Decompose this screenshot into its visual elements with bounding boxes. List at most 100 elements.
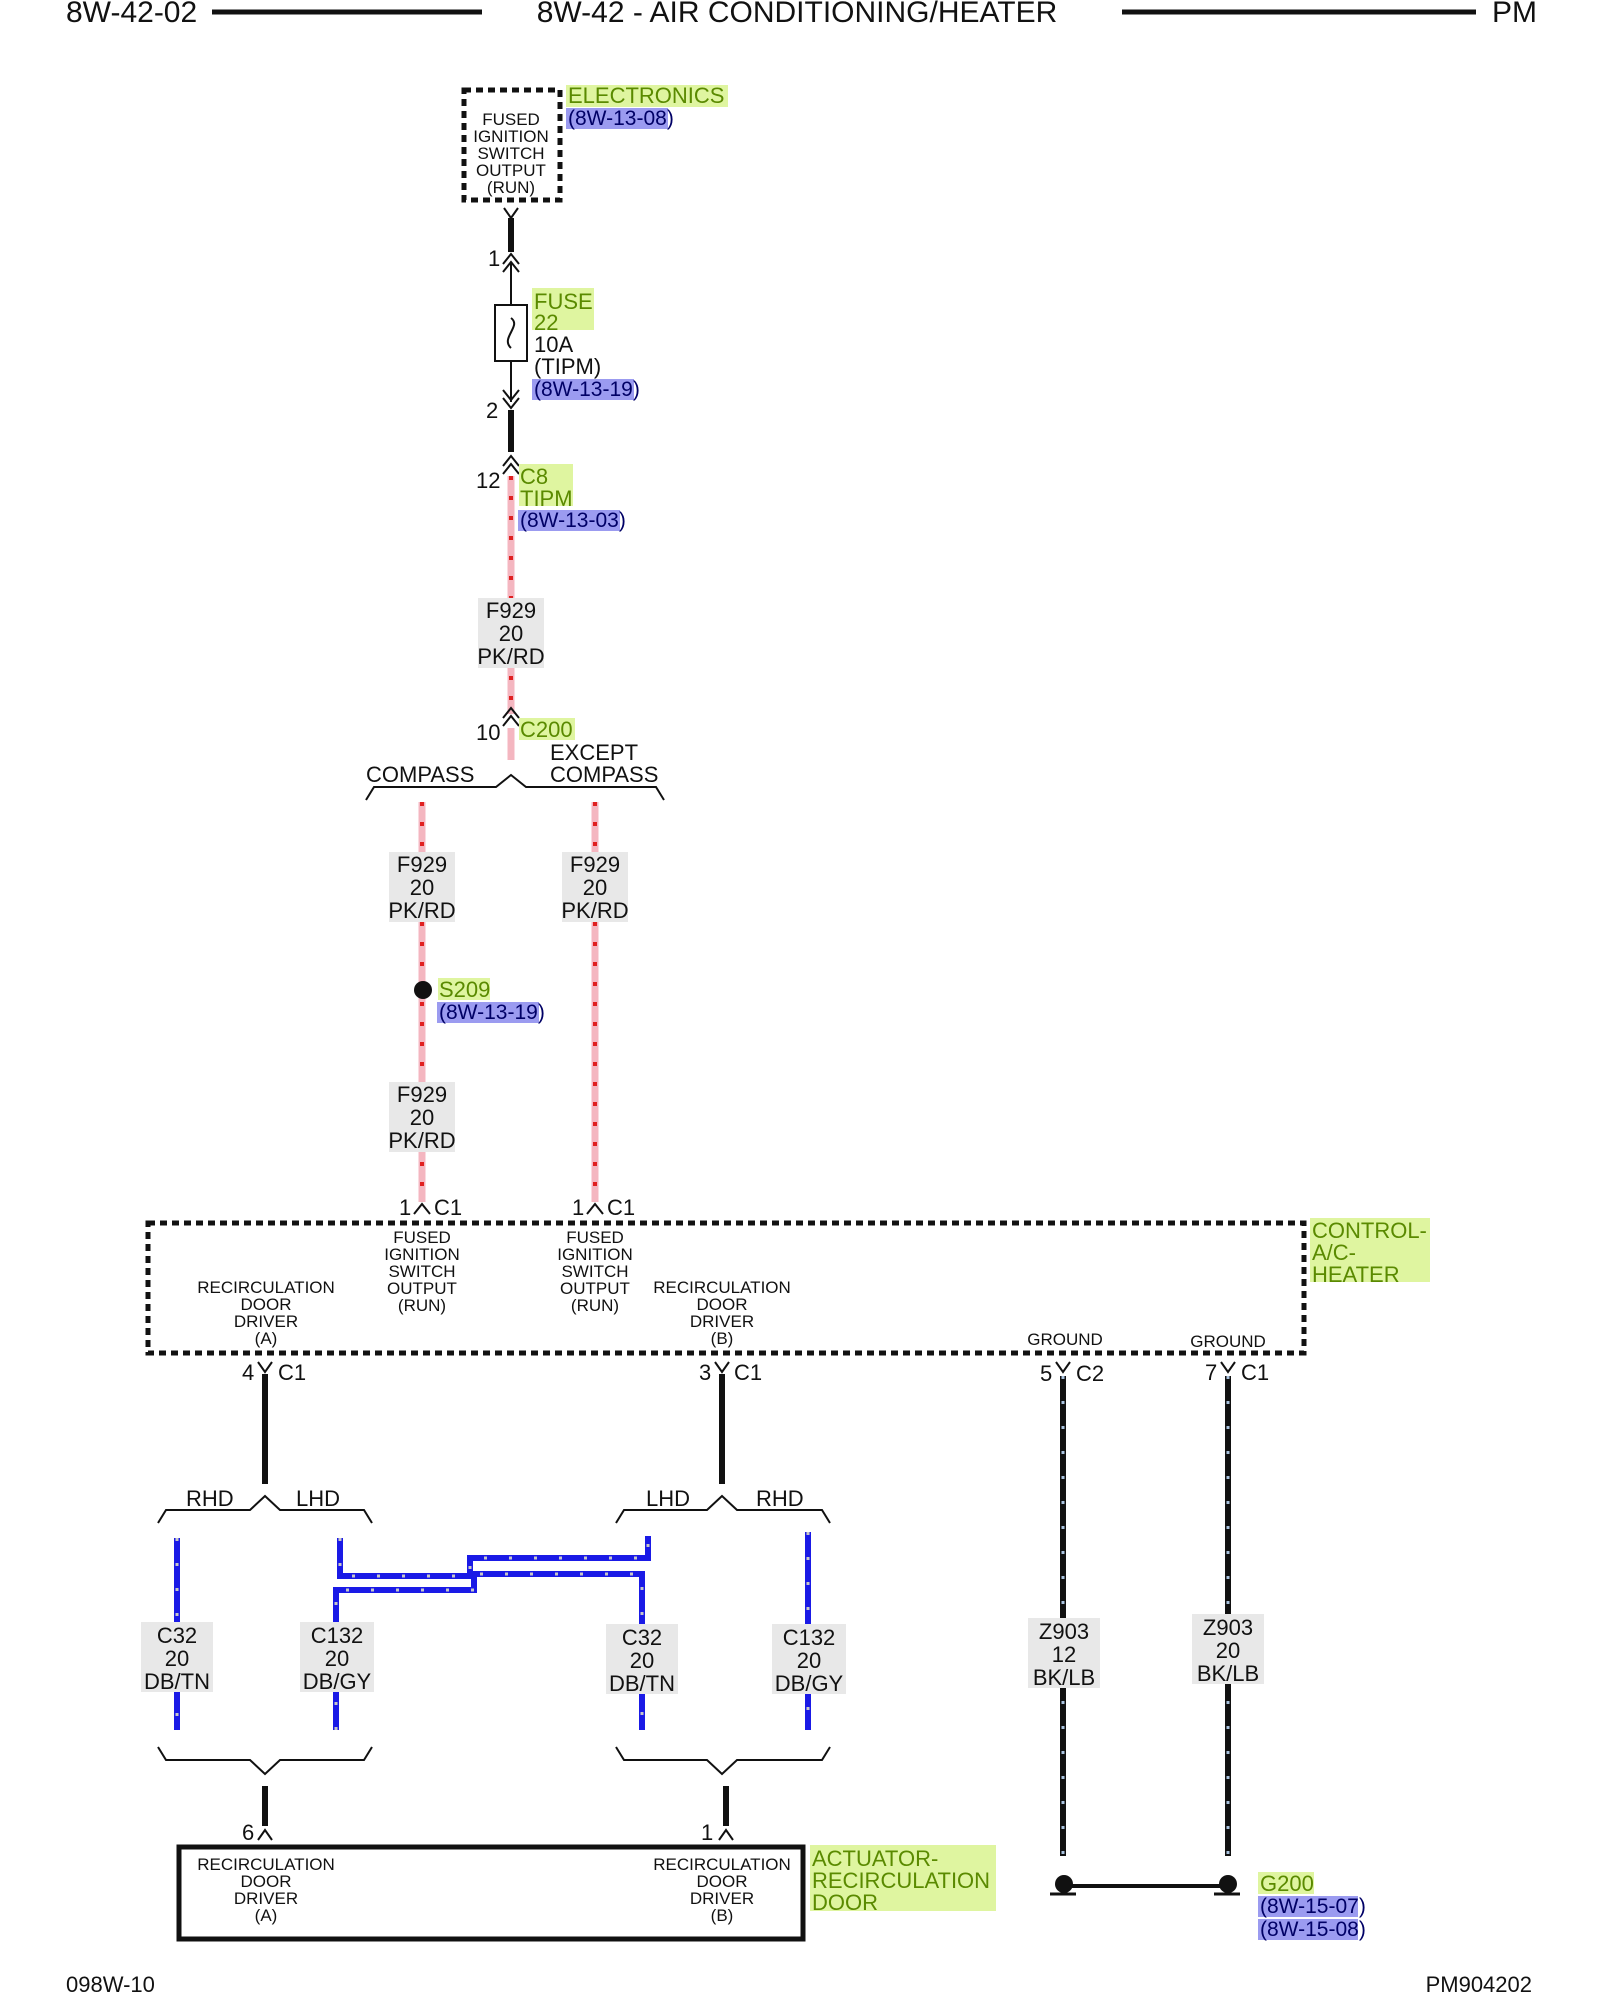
actuator-text-line: (A) — [255, 1906, 278, 1925]
control-module-box — [145, 1220, 1307, 1356]
control-text-line: DRIVER — [234, 1312, 298, 1331]
control-conn-right-top: C1 — [607, 1195, 635, 1220]
control-conn-g1: C2 — [1076, 1361, 1104, 1386]
wire-tag-line: F929 — [397, 1082, 447, 1107]
wire-tag-w8: C132 20 DB/GY — [775, 1625, 844, 1696]
wire-tag-line: 20 — [630, 1648, 654, 1673]
control-text-line: RECIRCULATION — [197, 1278, 335, 1297]
wire-tag-line: BK/LB — [1033, 1665, 1095, 1690]
s209-splice-dot — [414, 981, 432, 999]
wire-tag-line: C132 — [311, 1623, 364, 1648]
split-brace-b — [615, 1494, 831, 1524]
electronics-box — [461, 87, 563, 203]
control-conn-left-top: C1 — [434, 1195, 462, 1220]
control-label-ac: A/C- — [1312, 1240, 1356, 1265]
g200-ref1-bg[interactable] — [1258, 1896, 1358, 1917]
actuator-connector-b — [718, 1828, 734, 1841]
actuator-label-door: DOOR — [812, 1890, 878, 1915]
control-text-line: (B) — [711, 1329, 734, 1348]
wire-tag-bg — [478, 598, 544, 668]
c8-label: C8 — [520, 464, 548, 489]
fuse-connector-bottom-2 — [502, 397, 520, 410]
split-a-right: LHD — [296, 1486, 340, 1511]
wire-tag-w10: Z903 20 BK/LB — [1197, 1615, 1259, 1686]
wire-tag-w4: F929 20 PK/RD — [561, 852, 628, 923]
wire-tag-line: 20 — [410, 875, 434, 900]
c8-ref-bg[interactable] — [518, 510, 620, 531]
c200-label-bg — [519, 718, 575, 740]
wire-tag-w9: Z903 12 BK/LB — [1033, 1619, 1095, 1690]
wire-tag-line: DB/GY — [303, 1669, 372, 1694]
actuator-text-line: DOOR — [241, 1872, 292, 1891]
control-pin-a: 4 — [242, 1360, 254, 1385]
electronics-line: IGNITION — [473, 127, 549, 146]
c8-connector-2 — [502, 462, 520, 475]
control-text-line: DRIVER — [690, 1312, 754, 1331]
page-title: 8W-42 - AIR CONDITIONING/HEATER — [537, 0, 1058, 29]
split-compass-label: COMPASS — [366, 762, 474, 787]
control-text-line: (RUN) — [571, 1296, 619, 1315]
control-connector-a — [257, 1361, 273, 1374]
wire-tag-w1: F929 20 PK/RD — [477, 598, 544, 669]
wire-tag-bg — [1028, 1618, 1100, 1688]
actuator-text-line: DRIVER — [690, 1889, 754, 1908]
control-text-line: IGNITION — [384, 1245, 460, 1264]
fuse-ref-bg[interactable] — [532, 379, 634, 400]
actuator-pin-b: 1 — [701, 1820, 713, 1845]
s209-ref-bg[interactable] — [437, 1002, 539, 1023]
control-text-line: (RUN) — [398, 1296, 446, 1315]
fuse-ref-link[interactable]: (8W-13-19) — [534, 378, 640, 401]
g200-ref2-link[interactable]: (8W-15-08) — [1260, 1918, 1366, 1941]
c200-pin: 10 — [476, 720, 500, 745]
fuse-pin-top: 1 — [488, 246, 500, 271]
s209-ref-link[interactable]: (8W-13-19) — [439, 1001, 545, 1024]
electronics-ref-link[interactable]: (8W-13-08) — [568, 107, 674, 130]
control-label-heater: HEATER — [1312, 1262, 1400, 1287]
ground-eyelet-2 — [1219, 1875, 1237, 1893]
c8-ref-link[interactable]: (8W-13-03) — [520, 509, 626, 532]
electronics-ref-bg[interactable] — [566, 108, 668, 129]
c200-label: C200 — [520, 717, 573, 742]
control-label: CONTROL- — [1312, 1218, 1427, 1243]
wire-tag-line: DB/TN — [144, 1669, 210, 1694]
s209-label: S209 — [439, 977, 490, 1002]
wire-tag-w7: C32 20 DB/TN — [609, 1625, 675, 1696]
fuse-label: FUSE — [534, 289, 593, 314]
wire-tag-line: 20 — [499, 621, 523, 646]
control-ground-2: GROUND — [1190, 1332, 1266, 1351]
merge-brace-a — [157, 1746, 373, 1776]
g200-label-bg — [1258, 1872, 1314, 1894]
control-connector-left-top — [413, 1202, 431, 1215]
wire-tag-line: 20 — [583, 875, 607, 900]
page-number-right: PM — [1492, 0, 1537, 29]
split-a-left: RHD — [186, 1486, 234, 1511]
fuse-body — [494, 304, 528, 362]
electronics-label-bg — [566, 85, 728, 107]
split-b-left: LHD — [646, 1486, 690, 1511]
g200-ref1-link[interactable]: (8W-15-07) — [1260, 1895, 1366, 1918]
wire-c132-a-crossover — [333, 1536, 651, 1730]
wire-tag-w2: F929 20 PK/RD — [388, 852, 455, 923]
control-recirc-b-text: RECIRCULATION DOOR DRIVER (B) — [653, 1278, 791, 1348]
control-recirc-a-text: RECIRCULATION DOOR DRIVER (A) — [197, 1278, 335, 1348]
g200-ref2-bg[interactable] — [1258, 1919, 1358, 1940]
control-connector-g1 — [1055, 1361, 1071, 1374]
actuator-box — [176, 1844, 806, 1942]
wire-tag-line: F929 — [570, 852, 620, 877]
wire-tag-line: 20 — [1216, 1638, 1240, 1663]
actuator-pin-a: 6 — [242, 1820, 254, 1845]
wire-tag-bg — [772, 1624, 846, 1694]
wire-tag-w6: C132 20 DB/GY — [303, 1623, 372, 1694]
wire-crossover-lower-tracer — [334, 1572, 644, 1730]
electronics-label: ELECTRONICS — [568, 83, 724, 108]
merge-brace-b — [615, 1746, 831, 1776]
control-text-line: SWITCH — [561, 1262, 628, 1281]
wire-tag-w3: F929 20 PK/RD — [388, 1082, 455, 1153]
wire-tag-line: F929 — [397, 852, 447, 877]
split-b-right: RHD — [756, 1486, 804, 1511]
control-conn-a: C1 — [278, 1360, 306, 1385]
control-text-line: OUTPUT — [387, 1279, 457, 1298]
wire-tag-line: PK/RD — [388, 898, 455, 923]
